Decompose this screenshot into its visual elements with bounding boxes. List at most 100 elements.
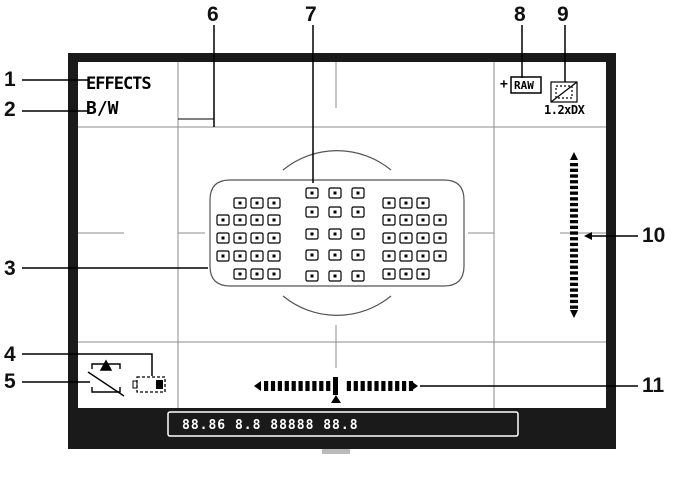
focus-point-dot xyxy=(421,201,425,205)
focus-point-dot xyxy=(356,191,360,195)
callout-10: 10 xyxy=(642,224,666,247)
focus-point-dot xyxy=(404,254,408,258)
exposure-tick xyxy=(388,381,393,391)
exposure-tick xyxy=(570,185,578,190)
exposure-tick xyxy=(570,220,578,224)
exposure-tick xyxy=(570,265,578,269)
focus-point xyxy=(399,232,413,244)
exposure-tick xyxy=(367,381,372,391)
exposure-indicator-horizontal xyxy=(254,377,418,395)
focus-point xyxy=(250,268,264,280)
focus-point xyxy=(267,232,281,244)
focus-point-dot xyxy=(255,254,259,258)
exposure-tick xyxy=(395,381,400,391)
focus-point xyxy=(250,197,264,209)
focus-point xyxy=(267,214,281,226)
focus-point-dot xyxy=(421,236,425,240)
info-bar-readout: 88.86 8.8 88888 88.8 xyxy=(182,418,359,433)
focus-point xyxy=(267,268,281,280)
focus-point xyxy=(267,250,281,262)
exposure-tick xyxy=(570,237,578,241)
exposure-tick xyxy=(570,208,578,212)
focus-point-dot xyxy=(221,236,225,240)
callout-1: 1 xyxy=(4,68,16,91)
focus-point-dot xyxy=(404,201,408,205)
focus-point-dot xyxy=(421,254,425,258)
exposure-tick xyxy=(570,305,578,309)
focus-point-dot xyxy=(272,272,276,276)
focus-point xyxy=(233,250,247,262)
focus-point-dot xyxy=(255,201,259,205)
exposure-tick xyxy=(312,381,317,391)
focus-point xyxy=(216,214,230,226)
focus-point xyxy=(382,268,396,280)
focus-point-dot xyxy=(272,201,276,205)
focus-point-dot xyxy=(387,236,391,240)
raw-badge-box xyxy=(510,76,542,94)
focus-point xyxy=(216,232,230,244)
focus-point xyxy=(416,197,430,209)
focus-point-dot xyxy=(310,232,314,236)
exposure-tick xyxy=(298,381,303,391)
focus-point-dot xyxy=(333,253,337,257)
callout-8: 8 xyxy=(514,3,526,26)
callout-leader-lines xyxy=(22,25,638,387)
focus-point xyxy=(233,232,247,244)
focus-point-dot xyxy=(255,272,259,276)
frame-bottom-tab xyxy=(322,449,350,454)
focus-points xyxy=(216,187,447,282)
focus-point-dot xyxy=(238,218,242,222)
focus-point xyxy=(399,197,413,209)
focus-point-dot xyxy=(255,218,259,222)
focus-point xyxy=(382,197,396,209)
focus-point-dot xyxy=(404,236,408,240)
focus-point xyxy=(233,214,247,226)
virtual-horizon-icon xyxy=(87,359,125,397)
exposure-indicator-vertical xyxy=(570,152,578,318)
focus-point-dot xyxy=(387,254,391,258)
focus-point-dot xyxy=(438,218,442,222)
exposure-tick xyxy=(284,381,289,391)
focus-point-dot xyxy=(438,254,442,258)
focus-point xyxy=(305,249,319,261)
focus-point-dot xyxy=(356,274,360,278)
focus-point-dot xyxy=(255,236,259,240)
leader-line xyxy=(22,353,153,376)
effects-label: EFFECTS xyxy=(86,74,152,94)
mode-label: B/W xyxy=(86,98,119,119)
exposure-tick xyxy=(570,294,578,298)
focus-point-dot xyxy=(421,272,425,276)
focus-point xyxy=(328,228,342,240)
callout-7: 7 xyxy=(305,3,317,26)
exposure-tick xyxy=(570,174,578,178)
exposure-tick xyxy=(353,381,358,391)
exposure-tick xyxy=(570,299,578,304)
focus-point xyxy=(351,206,365,218)
focus-point xyxy=(416,268,430,280)
exposure-tick xyxy=(360,381,365,391)
focus-point-dot xyxy=(333,210,337,214)
focus-point-dot xyxy=(356,253,360,257)
focus-point xyxy=(416,214,430,226)
exposure-left-arrow xyxy=(254,381,261,391)
focus-point xyxy=(382,214,396,226)
info-bar-band xyxy=(68,408,616,449)
focus-point xyxy=(351,249,365,261)
focus-point-dot xyxy=(387,272,391,276)
callout-6: 6 xyxy=(207,3,219,26)
focus-point-dot xyxy=(387,201,391,205)
focus-point xyxy=(416,232,430,244)
focus-point-dot xyxy=(356,210,360,214)
af-circle-bottom-arc xyxy=(282,295,392,316)
focus-point xyxy=(399,214,413,226)
exposure-tick xyxy=(291,381,296,391)
exposure-tick xyxy=(570,248,578,252)
focus-point-dot xyxy=(238,236,242,240)
focus-point xyxy=(305,206,319,218)
focus-point-dot xyxy=(421,218,425,222)
focus-point xyxy=(351,187,365,199)
focus-point-dot xyxy=(238,254,242,258)
focus-point xyxy=(433,214,447,226)
focus-point-dot xyxy=(356,232,360,236)
